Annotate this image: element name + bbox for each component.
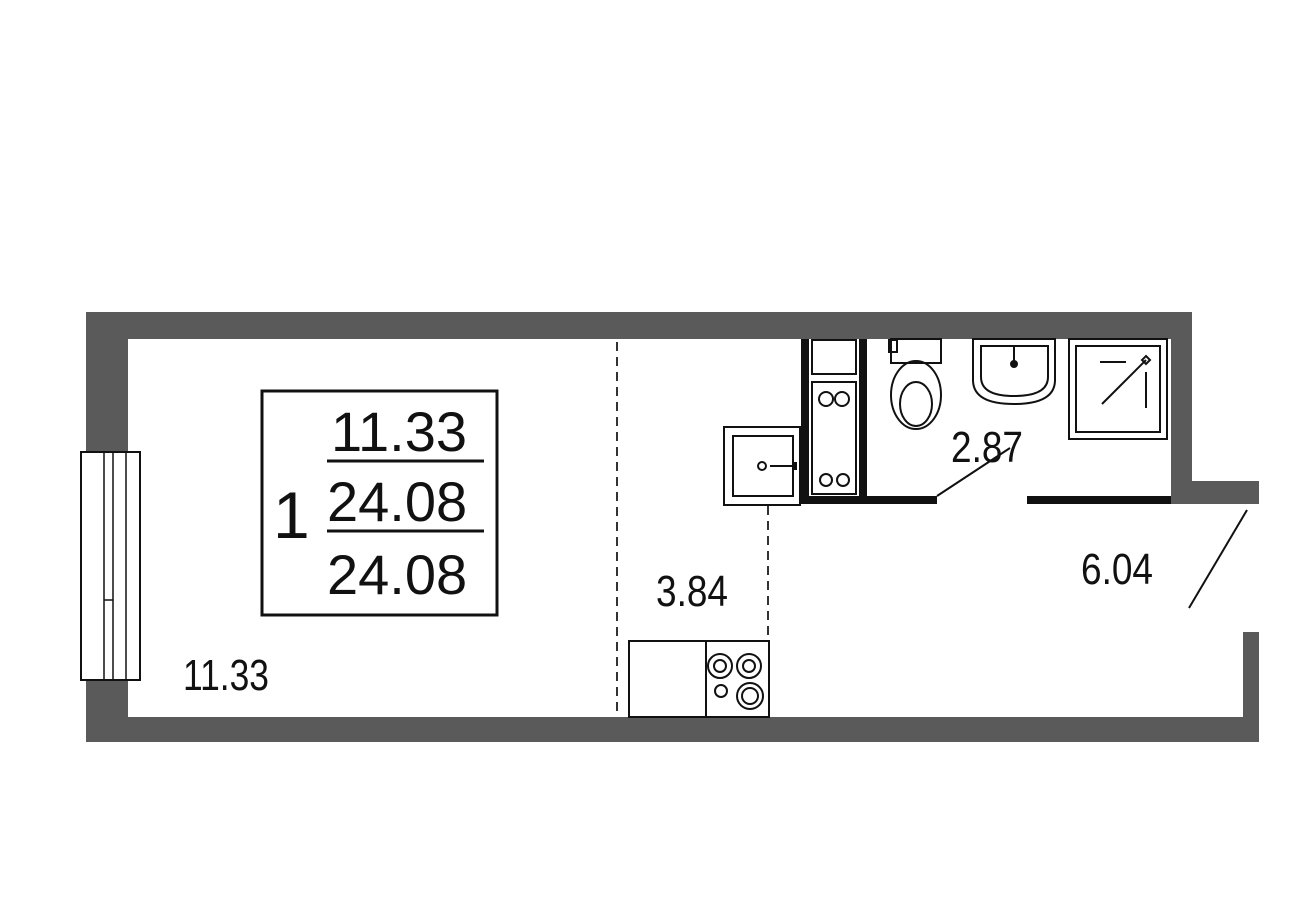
toilet-icon — [888, 338, 942, 430]
legend-rooms-count: 1 — [273, 478, 310, 552]
exterior-walls — [86, 312, 1259, 742]
kitchen-area: 3.84 — [656, 567, 728, 616]
legend-total-area: 24.08 — [327, 470, 467, 533]
heater-icon — [818, 391, 850, 487]
bath-sink-icon — [972, 338, 1056, 406]
hallway-area: 6.04 — [1081, 545, 1153, 594]
bathroom-door — [936, 447, 1011, 497]
bathroom-area: 2.87 — [951, 423, 1023, 472]
right-wall-bath — [1171, 312, 1192, 504]
legend-living-area: 11.33 — [331, 400, 467, 463]
legend-frame — [260, 389, 499, 617]
legend-total-area-with-balcony: 24.08 — [327, 543, 467, 606]
right-wall-lower — [1243, 632, 1259, 742]
shower-icon — [1068, 338, 1168, 440]
window — [80, 451, 141, 681]
bathroom-partitions — [801, 339, 1171, 504]
right-wall-stub — [1171, 481, 1259, 504]
kitchen-sink-icon — [723, 426, 801, 506]
left-wall-upper — [86, 312, 128, 452]
top-wall — [86, 312, 1192, 339]
left-wall-lower — [86, 680, 128, 742]
stove-icon — [628, 640, 770, 718]
living-room-area: 11.33 — [183, 651, 269, 700]
bottom-wall — [86, 717, 1259, 742]
area-legend: 1 11.33 24.08 24.08 — [260, 389, 499, 617]
entrance-door — [1188, 509, 1248, 609]
